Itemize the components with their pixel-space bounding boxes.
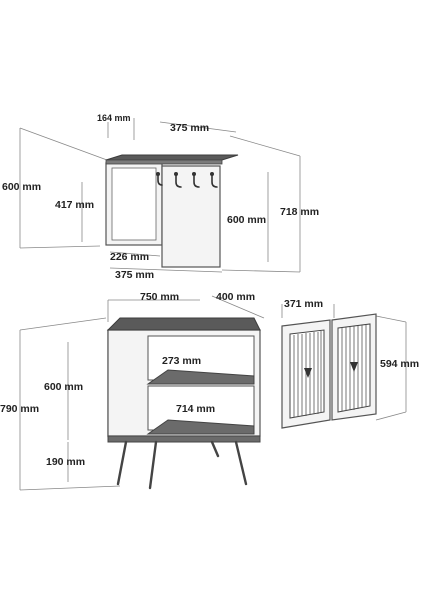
hook-4 [211,173,218,188]
label-hanger-left-height: 600 mm [2,181,41,193]
cabinet-top [106,317,261,331]
mirror-glass [111,167,157,241]
guide-bottom-width [109,267,223,273]
cabinet-doors: 371 mm 594 mm [281,298,419,429]
guide-cab-depth [211,295,265,319]
leg-front-right [234,440,248,486]
guide-left-bottom [19,245,101,249]
guide-cab-total-bottom [19,485,121,491]
hook-1 [157,173,163,186]
label-hanger-mirror-width: 226 mm [110,251,149,263]
label-hanger-side-depth: 164 mm [97,113,131,123]
guide-left-top [19,127,108,161]
guide-cab-total-top [19,317,107,331]
hook-3 [193,173,200,188]
guide-mirror-width [109,251,161,257]
cabinet-base [107,435,261,443]
leg-back-right [210,440,220,458]
label-hanger-top-width: 375 mm [170,122,209,134]
label-hanger-panel-height: 600 mm [227,214,266,226]
label-cabinet-inner-width: 714 mm [176,403,215,415]
label-hanger-mirror-height: 417 mm [55,199,94,211]
guide-right-top [229,135,301,157]
label-cabinet-depth: 400 mm [216,291,255,303]
label-cabinet-body-height: 600 mm [44,381,83,393]
right-door-grooves [341,325,367,411]
left-door-grooves [293,331,322,417]
bottom-shelf [146,419,255,435]
leg-front-mid [148,440,158,490]
label-hanger-total-height: 718 mm [280,206,319,218]
left-door-handle [304,368,312,378]
coat-hooks [157,173,218,188]
wall-hanger: 164 mm 375 mm 600 mm 417 mm 600 mm 718 m… [2,113,319,281]
label-cabinet-inner-height: 273 mm [162,355,201,367]
top-shelf [105,154,239,161]
label-cabinet-leg-height: 190 mm [46,456,85,468]
label-cabinet-width: 750 mm [140,291,179,303]
label-door-width: 371 mm [284,298,323,310]
guide-door-top [375,315,407,323]
hook-2 [175,173,182,188]
label-cabinet-total-height: 790 mm [0,403,39,415]
guide-right-bottom [221,269,301,273]
shoe-cabinet: 750 mm 400 mm 273 mm 600 mm 790 mm 714 m… [0,291,265,491]
middle-shelf [146,369,255,385]
label-hanger-bottom-width: 375 mm [115,269,154,281]
hook-panel [161,165,221,268]
label-door-height: 594 mm [380,358,419,370]
guide-top-width [159,121,237,133]
guide-door-bottom [375,411,407,421]
hook-heads [156,172,214,176]
leg-front-left [116,440,128,486]
right-door-handle [350,362,358,372]
top-shelf-edge [105,159,223,165]
